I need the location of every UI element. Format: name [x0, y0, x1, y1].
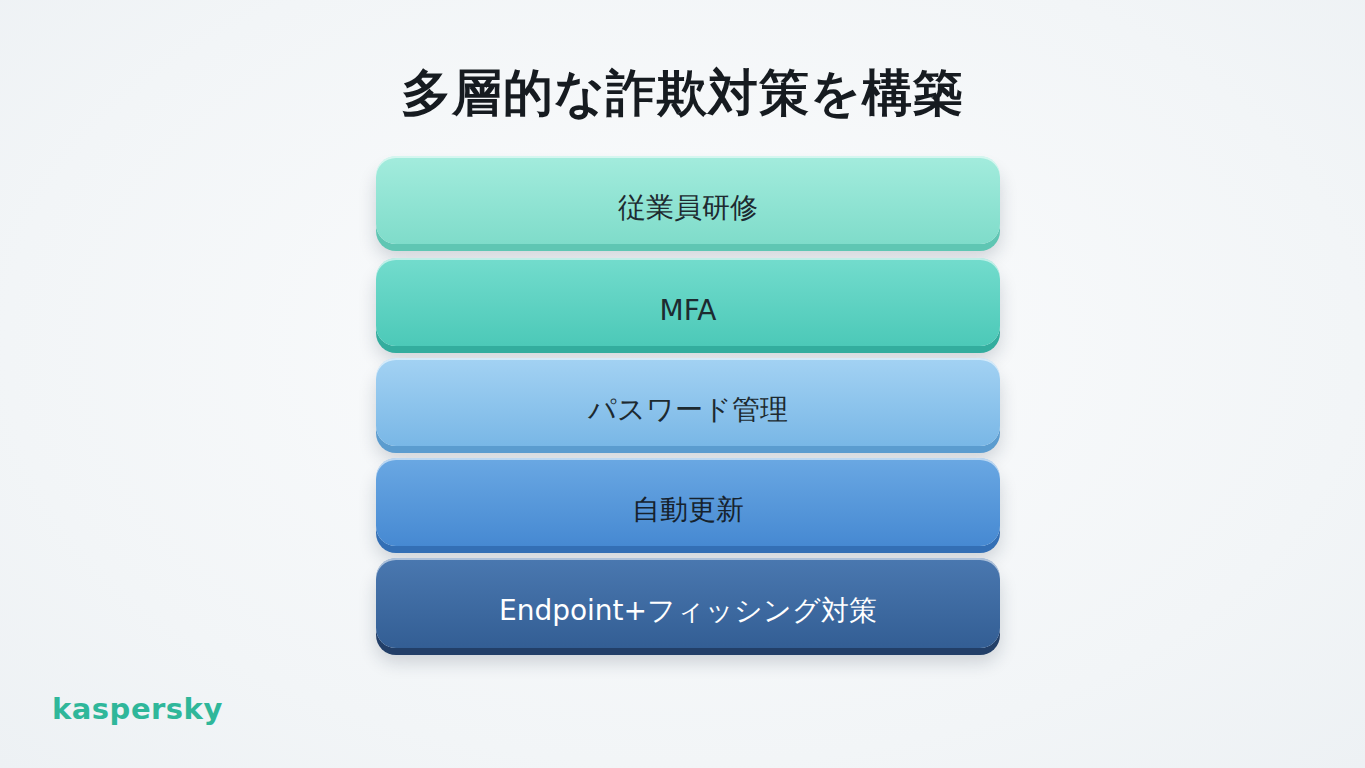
layer-label: パスワード管理 [588, 391, 788, 429]
layer-label: Endpoint+フィッシング対策 [499, 592, 877, 630]
layer-slab: 自動更新 [376, 458, 1000, 546]
layer-label: 自動更新 [632, 491, 744, 529]
diagram-title: 多層的な詐欺対策を構築 [0, 60, 1365, 127]
layer-label: MFA [660, 294, 717, 327]
layer-label: 従業員研修 [618, 189, 758, 227]
layer-slab: Endpoint+フィッシング対策 [376, 558, 1000, 648]
layer-slab: 従業員研修 [376, 156, 1000, 244]
layer-slab: MFA [376, 258, 1000, 346]
brand-logo: kaspersky [52, 692, 223, 726]
layer-slab: パスワード管理 [376, 358, 1000, 446]
